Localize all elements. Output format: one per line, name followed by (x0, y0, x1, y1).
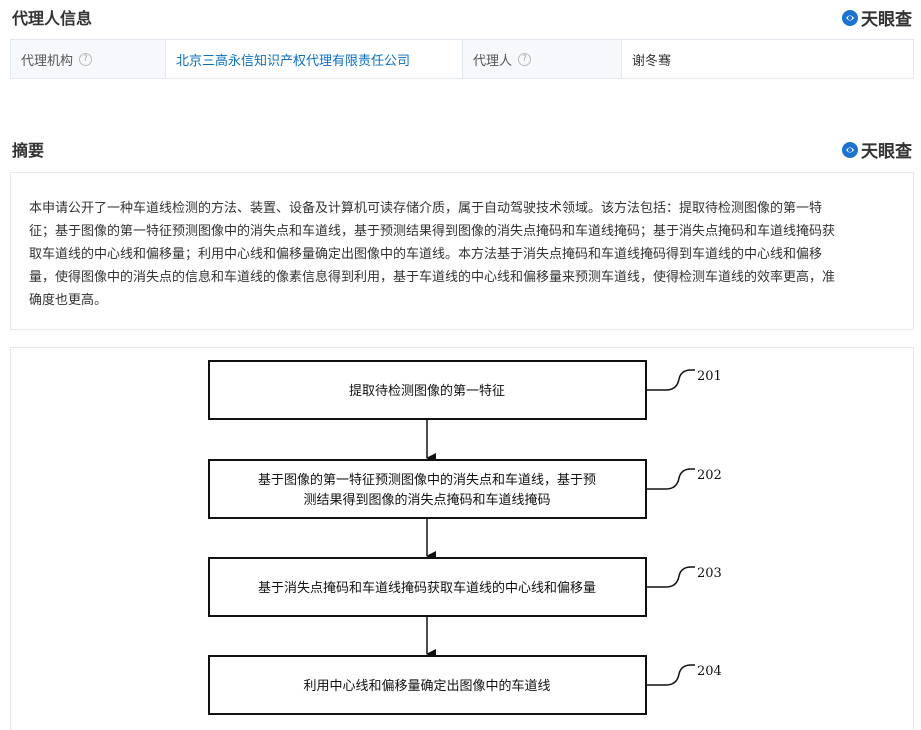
flow-step-box-204 (208, 655, 647, 715)
agent-section-title: 代理人信息 (12, 9, 93, 28)
tianyancha-logo-icon (842, 141, 858, 158)
flow-step-text-202b: 测结果得到图像的消失点掩码和车道线掩码 (303, 492, 550, 508)
question-circle-icon[interactable]: ? (79, 52, 93, 66)
abstract-text-box: 本申请公开了一种车道线检测的方法、装置、设备及计算机可读存储介质，属于自动驾驶技… (10, 172, 914, 330)
flow-step-num-204: 204 (697, 664, 722, 679)
leader-line-204 (646, 664, 695, 686)
flowchart-diagram: 提取待检测图像的第一特征 201 基于图像的第一特征预测图像中的消失点和车道线，… (208, 360, 722, 715)
question-circle-icon[interactable]: ? (518, 52, 532, 66)
agent-org-label: 代理机构 (21, 53, 74, 69)
agent-person-value-cell: 谢冬骞 (622, 40, 913, 78)
flow-step-text-202a: 基于图像的第一特征预测图像中的消失点和车道线，基于预 (258, 472, 596, 488)
brand-name: 天眼查 (861, 142, 912, 162)
flow-step-text-201: 提取待检测图像的第一特征 (349, 383, 505, 399)
abstract-section-title: 摘要 (12, 141, 45, 160)
abstract-line: 本申请公开了一种车道线检测的方法、装置、设备及计算机可读存储介质，属于自动驾驶技… (29, 201, 823, 216)
leader-line-201 (646, 369, 695, 391)
flow-step-text-204: 利用中心线和偏移量确定出图像中的车道线 (303, 678, 550, 694)
brand-name: 天眼查 (861, 10, 912, 30)
leader-line-202 (646, 468, 695, 490)
flow-step-box-201 (208, 360, 647, 420)
brand-logo[interactable]: 天眼查 (841, 5, 912, 30)
abstract-line: 取车道线的中心线和偏移量；利用中心线和偏移量确定出图像中的车道线。本方法基于消失… (29, 247, 823, 262)
flow-step-num-203: 203 (697, 566, 722, 581)
flow-step-num-202: 202 (697, 468, 722, 483)
agent-org-label-cell: 代理机构 ? (11, 40, 166, 78)
abstract-line: 确度也更高。 (29, 293, 108, 308)
brand-logo[interactable]: 天眼查 (841, 137, 912, 162)
agent-person-label-cell: 代理人 ? (463, 40, 622, 78)
flow-step-num-201: 201 (697, 369, 722, 384)
agent-info-table: 代理机构 ? 北京三高永信知识产权代理有限责任公司 代理人 ? 谢冬骞 (10, 39, 914, 79)
agent-org-value-cell: 北京三高永信知识产权代理有限责任公司 (166, 40, 463, 78)
abstract-figure[interactable]: 提取待检测图像的第一特征 201 基于图像的第一特征预测图像中的消失点和车道线，… (10, 347, 914, 730)
agent-person-value: 谢冬骞 (632, 53, 672, 69)
agent-person-label: 代理人 (473, 53, 513, 69)
abstract-line: 量，使得图像中的消失点的信息和车道线的像素信息得到利用，基于车道线的中心线和偏移… (29, 270, 836, 285)
flow-step-text-203: 基于消失点掩码和车道线掩码获取车道线的中心线和偏移量 (258, 580, 596, 596)
tianyancha-logo-icon (842, 9, 858, 26)
flow-step-box-202 (208, 459, 647, 519)
agent-org-link[interactable]: 北京三高永信知识产权代理有限责任公司 (176, 53, 411, 69)
leader-line-203 (646, 566, 695, 588)
abstract-line: 征；基于图像的第一特征预测图像中的消失点和车道线，基于预测结果得到图像的消失点掩… (29, 224, 836, 239)
